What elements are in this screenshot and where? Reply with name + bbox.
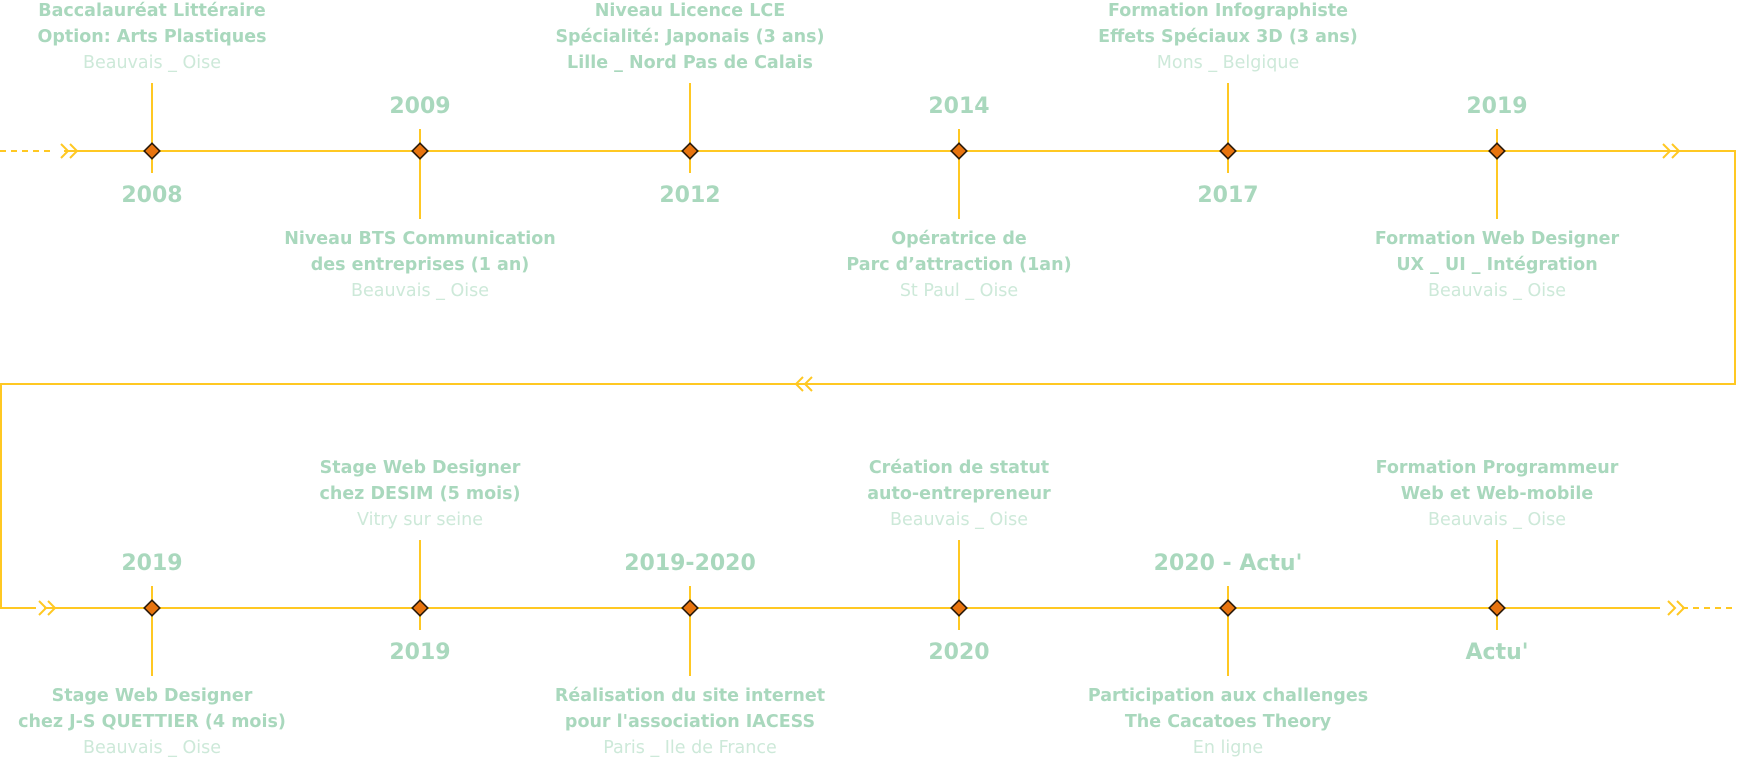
label-line: Réalisation du site internet: [554, 686, 826, 706]
label-line: Beauvais _ Oise: [82, 738, 222, 758]
event-year: 2008: [0, 183, 322, 209]
label-line: Mons _ Belgique: [1156, 53, 1300, 73]
event-description: Opératrice de Parc d’attraction (1an) St P…: [789, 226, 1129, 304]
label-line: 2019: [121, 551, 183, 576]
timeline-line-row-1-and-connector: [0, 150, 1736, 609]
double-chevron-icon: [1667, 600, 1686, 616]
label-line: des entreprises (1 an): [310, 255, 530, 275]
label-line: Vitry sur seine: [357, 510, 483, 530]
double-chevron-icon: [1662, 143, 1681, 159]
diamond-marker-icon: [143, 142, 161, 160]
label-line: En ligne: [1192, 738, 1264, 758]
diamond-marker-icon: [681, 142, 699, 160]
label-line: 2019-2020: [624, 551, 756, 576]
label-line: 2012: [659, 183, 721, 208]
label-line: Formation Programmeur: [1375, 458, 1619, 478]
label-line: Participation aux challenges: [1087, 686, 1369, 706]
label-line: Web et Web-mobile: [1400, 484, 1594, 504]
label-line: chez DESIM (5 mois): [319, 484, 521, 504]
event-year: 2019: [250, 640, 590, 666]
event-year: 2019-2020: [520, 551, 860, 577]
diamond-marker-icon: [1219, 142, 1237, 160]
label-line: 2009: [389, 94, 451, 119]
label-line: Stage Web Designer: [51, 686, 253, 706]
label-line: Beauvais _ Oise: [350, 281, 490, 301]
label-line: Formation Web Designer: [1374, 229, 1620, 249]
label-line: 2019: [1466, 94, 1528, 119]
label-line: Niveau Licence LCE: [594, 1, 786, 21]
diamond-marker-icon: [143, 599, 161, 617]
label-line: Spécialité: Japonais (3 ans): [555, 27, 825, 47]
label-line: Beauvais _ Oise: [1427, 510, 1567, 530]
event-year: 2019: [0, 551, 322, 577]
diamond-marker-icon: [681, 599, 699, 617]
diamond-marker-icon: [1219, 599, 1237, 617]
label-line: Beauvais _ Oise: [889, 510, 1029, 530]
diamond-marker-icon: [411, 142, 429, 160]
label-line: 2017: [1197, 183, 1259, 208]
label-line: Baccalauréat Littéraire: [38, 1, 266, 21]
label-line: 2020 - Actu': [1153, 551, 1303, 576]
label-line: Actu': [1465, 640, 1529, 665]
label-line: Lille _ Nord Pas de Calais: [567, 53, 813, 73]
label-line: St Paul _ Oise: [899, 281, 1019, 301]
label-line: Parc d’attraction (1an): [846, 255, 1072, 275]
event-year: 2017: [1058, 183, 1398, 209]
diamond-marker-icon: [950, 142, 968, 160]
event-description: Niveau BTS Communication des entreprises …: [250, 226, 590, 304]
label-line: Création de statut: [868, 458, 1050, 478]
label-line: The Cacatoes Theory: [1124, 712, 1332, 732]
label-line: Beauvais _ Oise: [1427, 281, 1567, 301]
label-line: 2019: [389, 640, 451, 665]
diamond-marker-icon: [411, 599, 429, 617]
event-year: 2019: [1327, 94, 1667, 120]
label-line: 2020: [928, 640, 990, 665]
diamond-marker-icon: [950, 599, 968, 617]
event-year: 2014: [789, 94, 1129, 120]
label-line: chez J-S QUETTIER (4 mois): [18, 712, 286, 732]
event-description: Réalisation du site internet pour l'assoc…: [520, 683, 860, 761]
event-year: 2020: [789, 640, 1129, 666]
label-line: auto-entrepreneur: [867, 484, 1051, 504]
label-line: 2008: [121, 183, 183, 208]
diamond-marker-icon: [1488, 142, 1506, 160]
double-chevron-icon: [794, 376, 813, 392]
label-line: Option: Arts Plastiques: [37, 27, 267, 47]
label-line: Paris _ Ile de France: [603, 738, 777, 758]
label-line: Opératrice de: [891, 229, 1027, 249]
label-line: UX _ UI _ Intégration: [1396, 255, 1598, 275]
event-year: 2012: [520, 183, 860, 209]
label-line: pour l'association IACESS: [564, 712, 816, 732]
event-year: 2020 - Actu': [1058, 551, 1398, 577]
label-line: Beauvais _ Oise: [82, 53, 222, 73]
label-line: Effets Spéciaux 3D (3 ans): [1098, 27, 1358, 47]
event-description: Niveau Licence LCE Spécialité: Japonais (…: [520, 0, 860, 76]
event-year: 2009: [250, 94, 590, 120]
event-year: Actu': [1327, 640, 1667, 666]
label-line: Niveau BTS Communication: [284, 229, 556, 249]
event-description: Stage Web Designer chez DESIM (5 mois) Vit…: [250, 455, 590, 533]
event-description: Formation Web Designer UX _ UI _ Intégrat…: [1327, 226, 1667, 304]
label-line: 2014: [928, 94, 990, 119]
diamond-marker-icon: [1488, 599, 1506, 617]
label-line: Stage Web Designer: [319, 458, 521, 478]
event-description: Stage Web Designer chez J-S QUETTIER (4 m…: [0, 683, 322, 761]
label-line: Formation Infographiste: [1107, 1, 1349, 21]
